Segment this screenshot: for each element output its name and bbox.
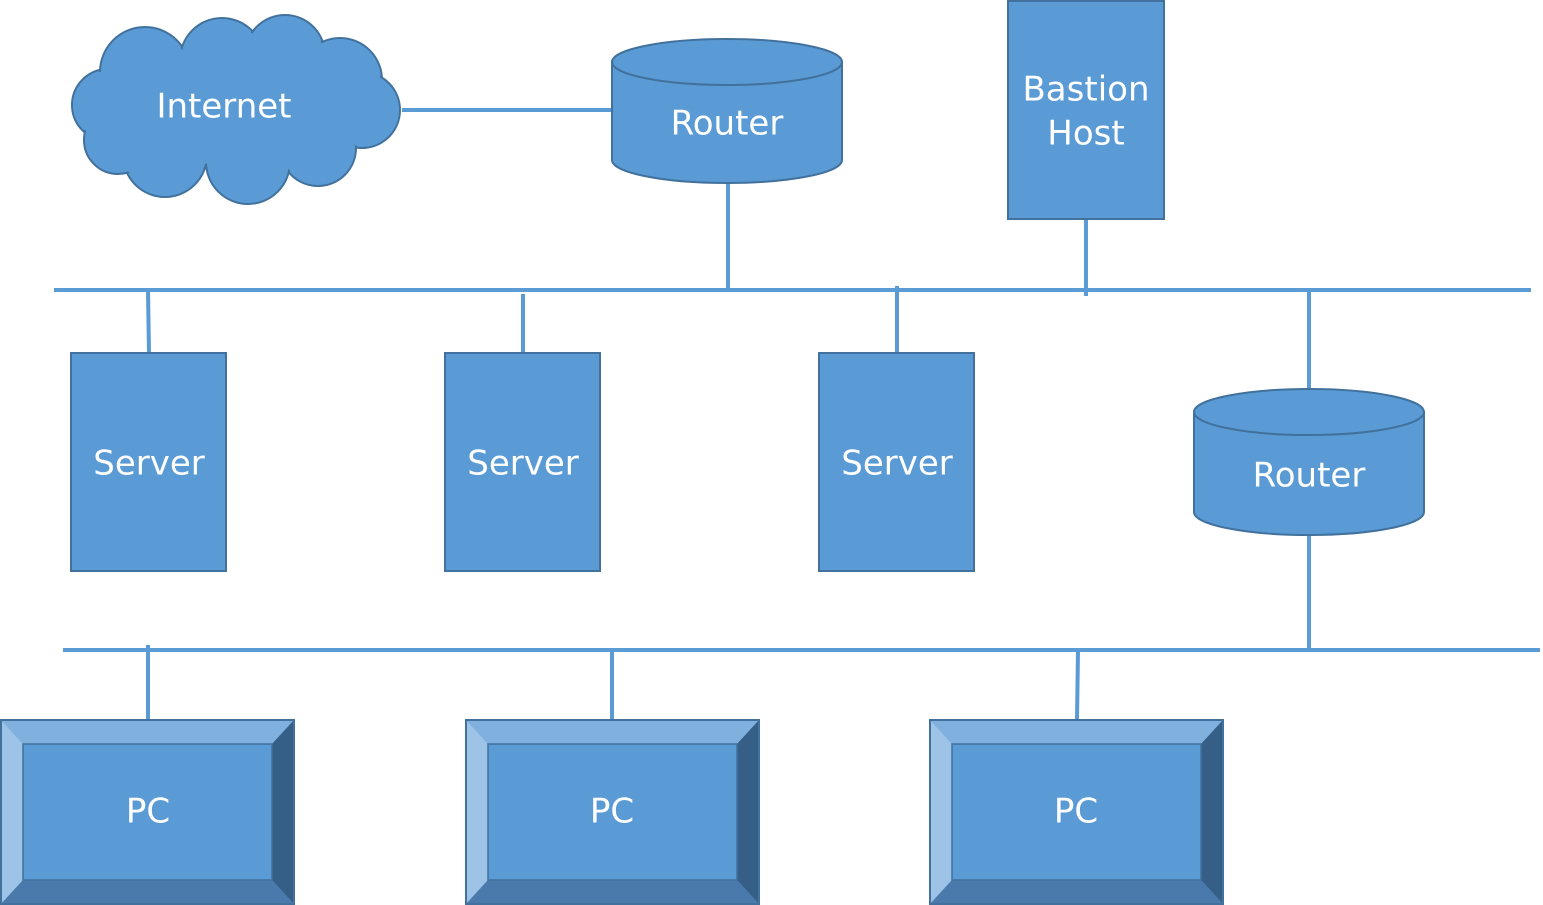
server-2: Server (444, 352, 601, 572)
server-1: Server (70, 352, 227, 572)
pc-2: PC (465, 719, 760, 905)
router-inner-label: Router (1253, 456, 1366, 496)
pc-1-label: PC (126, 792, 170, 832)
server-1-label: Server (93, 444, 205, 484)
router-top-label: Router (671, 104, 784, 144)
pc-1: PC (0, 719, 295, 905)
server-3: Server (818, 352, 975, 572)
server-2-label: Server (467, 444, 579, 484)
server-3-label: Server (841, 444, 953, 484)
internet-label: Internet (156, 87, 291, 127)
pc-2-label: PC (590, 792, 634, 832)
router-inner: Router (1193, 388, 1425, 536)
internet-cloud: Internet (71, 14, 401, 205)
pc-3: PC (929, 719, 1224, 905)
bastion-host: Bastion Host (1007, 0, 1165, 220)
pc-3-label: PC (1054, 792, 1098, 832)
router-top: Router (611, 38, 843, 184)
bastion-label-line2: Host (1047, 114, 1124, 154)
link-pc3-internal (1075, 649, 1080, 721)
link-server1-perimeter (146, 289, 151, 354)
bastion-label-line1: Bastion (1022, 70, 1149, 110)
connectors (54, 108, 1540, 721)
